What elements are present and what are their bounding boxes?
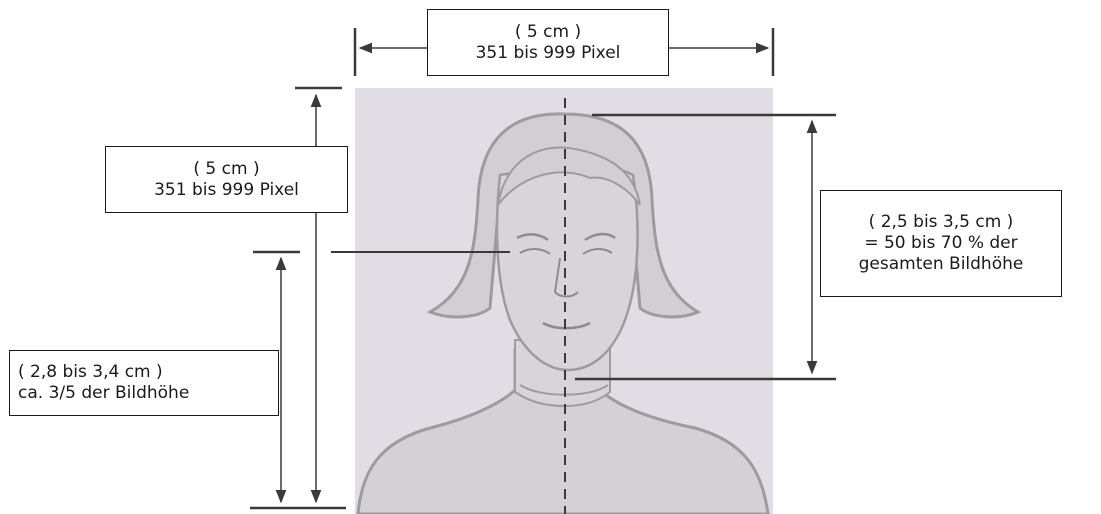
image-height-cm: ( 5 cm ) <box>193 158 260 179</box>
image-width-pixels: 351 bis 999 Pixel <box>475 42 621 63</box>
portrait-figure <box>356 112 770 514</box>
eye-height-fraction: ca. 3/5 der Bildhöhe <box>18 383 190 403</box>
left-eyebrow <box>516 233 549 242</box>
right-eye <box>582 248 613 255</box>
fringe <box>497 146 641 206</box>
image-height-label: ( 5 cm ) 351 bis 999 Pixel <box>105 146 348 213</box>
image-height-pixels: 351 bis 999 Pixel <box>154 179 299 200</box>
left-eye <box>519 248 551 255</box>
face-height-label: ( 2,5 bis 3,5 cm ) = 50 bis 70 % der ges… <box>820 190 1062 297</box>
image-width-cm: ( 5 cm ) <box>514 21 582 42</box>
face-height-cm: ( 2,5 bis 3,5 cm ) <box>868 212 1014 232</box>
right-eyebrow <box>584 232 616 242</box>
mouth <box>542 321 591 330</box>
eye-height-cm: ( 2,8 bis 3,4 cm ) <box>18 362 163 382</box>
face-height-percent: = 50 bis 70 % der <box>864 233 1018 253</box>
nose <box>553 257 579 298</box>
face-height-ref: gesamten Bildhöhe <box>858 254 1024 274</box>
eye-height-label: ( 2,8 bis 3,4 cm ) ca. 3/5 der Bildhöhe <box>9 350 279 416</box>
image-width-label: ( 5 cm ) 351 bis 999 Pixel <box>427 9 669 76</box>
